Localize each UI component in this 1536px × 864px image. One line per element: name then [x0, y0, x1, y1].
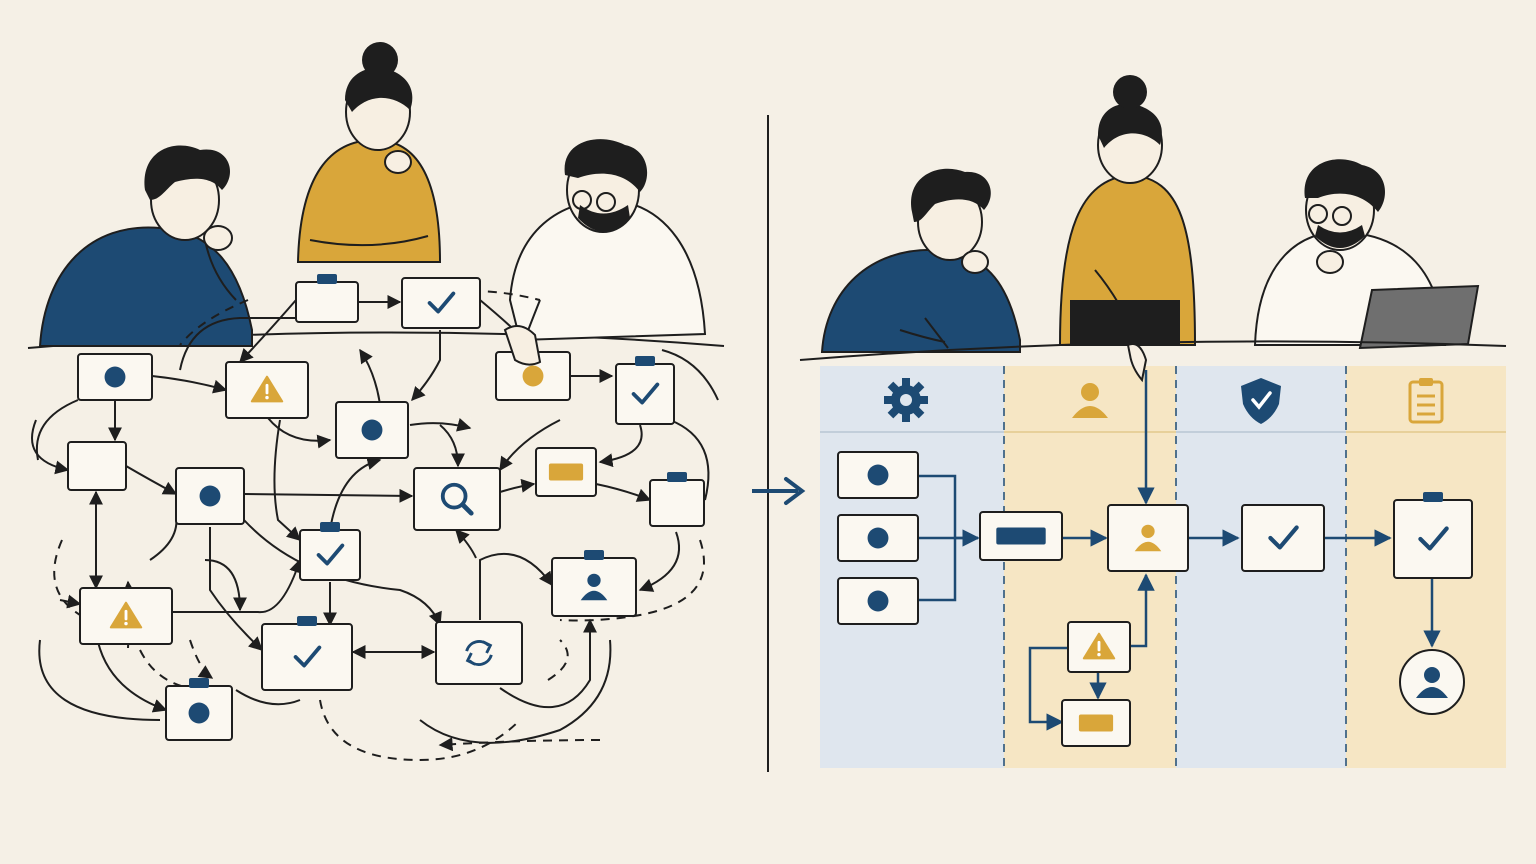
dot-icon: [361, 419, 383, 441]
gear-icon: [884, 378, 928, 422]
dot-icon: [867, 527, 889, 549]
bar-navy-icon: [996, 527, 1046, 545]
check-icon: [293, 645, 322, 668]
messy-node-check: [401, 277, 481, 329]
pointing-hand: [503, 325, 542, 366]
bar-gold-icon: [548, 463, 584, 481]
flow-node-warning: [1067, 621, 1131, 673]
search-icon: [440, 482, 474, 516]
messy-node-bar-gold: [535, 447, 597, 497]
dot-icon: [188, 702, 210, 724]
flow-node-dot: [837, 451, 919, 499]
messy-node-blank: [67, 441, 127, 491]
messy-process-scene: [27, 42, 725, 762]
shield-check-icon: [1241, 378, 1281, 424]
laptop-icon: [1358, 284, 1480, 350]
refresh-icon: [465, 640, 493, 666]
flow-node-bar-gold: [1061, 699, 1131, 747]
clipboard-clip-icon: [317, 274, 337, 284]
flow-node-check-clipboard: [1393, 492, 1473, 579]
messy-node-clipboard: [649, 472, 705, 527]
warning-icon: [109, 601, 143, 629]
person-blue-sweater-right: [820, 168, 1021, 353]
check-icon: [1268, 525, 1299, 550]
dot-icon: [867, 590, 889, 612]
check-icon: [427, 291, 456, 314]
messy-node-dot-clipboard: [165, 678, 233, 741]
clipboard-clip-icon: [297, 616, 317, 626]
clipboard-clip-icon: [189, 678, 209, 688]
person-gold-sweater-left: [296, 42, 442, 263]
user-icon: [1072, 383, 1108, 418]
user-icon: [580, 573, 608, 601]
warning-icon: [1082, 632, 1116, 660]
flow-node-user-circle: [1399, 649, 1465, 715]
messy-node-clipboard: [295, 274, 359, 323]
warning-icon: [250, 375, 284, 403]
messy-node-group: [67, 274, 705, 741]
user-icon: [1134, 524, 1162, 552]
messy-node-dot: [77, 353, 153, 401]
flow-node-user: [1107, 504, 1189, 572]
messy-node-warning: [225, 361, 309, 419]
dot-icon: [199, 485, 221, 507]
person-blue-sweater-left: [38, 145, 253, 347]
right-table-edge: [799, 340, 1507, 361]
flow-node-dot: [837, 514, 919, 562]
flow-node-check: [1241, 504, 1325, 572]
clipboard-clip-icon: [667, 472, 687, 482]
flow-node-dot: [837, 577, 919, 625]
clipboard-clip-icon: [320, 522, 340, 532]
clipboard-clip-icon: [584, 550, 604, 560]
messy-node-refresh: [435, 621, 523, 685]
settings-lane: [820, 366, 1004, 768]
messy-node-check-clipboard: [261, 616, 353, 691]
dot-icon: [867, 464, 889, 486]
clipboard-list-icon: [1408, 378, 1444, 424]
messy-node-dot: [175, 467, 245, 525]
person-white-shirt-left: [508, 139, 707, 353]
flow-node-group: [837, 451, 1473, 747]
messy-node-dot-gold: [495, 351, 571, 401]
check-icon: [316, 543, 345, 566]
flow-node-bar-navy: [979, 511, 1063, 561]
organized-process-scene: [799, 75, 1507, 768]
bar-gold-icon: [1078, 714, 1114, 732]
dot-gold-icon: [522, 365, 544, 387]
tangled-connections: [31, 295, 719, 744]
messy-node-check-clipboard: [615, 356, 675, 425]
check-icon: [631, 382, 660, 405]
clipboard-clip-icon: [635, 356, 655, 366]
messy-node-warning: [79, 587, 173, 645]
messy-node-check-clipboard: [299, 522, 361, 581]
user-circle-icon: [1399, 649, 1465, 715]
flow-connections: [918, 370, 1441, 731]
messy-node-search: [413, 467, 501, 531]
messy-node-dot: [335, 401, 409, 459]
dot-icon: [104, 366, 126, 388]
clipboard-clip-icon: [1423, 492, 1443, 502]
arrow-right-icon: [752, 477, 806, 505]
check-icon: [1418, 526, 1449, 551]
messy-node-user-clipboard: [551, 550, 637, 617]
dashed-connections: [53, 290, 705, 762]
person-gold-sweater-right: [1058, 75, 1197, 383]
